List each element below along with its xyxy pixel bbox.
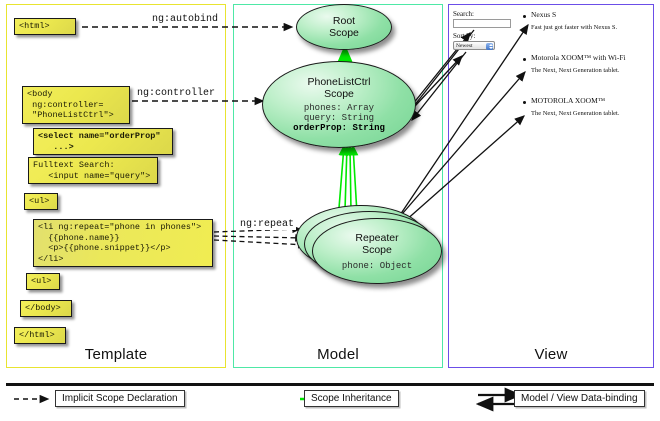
scope-root: Root Scope bbox=[296, 4, 392, 50]
column-label-template: Template bbox=[84, 346, 148, 363]
code-box-body-open: <body ng:controller= "PhoneListCtrl"> bbox=[22, 86, 130, 124]
code-box-fulltext-search: Fulltext Search: <input name="query"> bbox=[28, 157, 158, 184]
scope-phonelistctrl: PhoneListCtrl Scope phones: Array query:… bbox=[262, 61, 416, 148]
sort-by-selected-value: Newest bbox=[456, 43, 473, 49]
wire-label-controller: ng:controller bbox=[135, 88, 218, 99]
legend-item-implicit-scope-declaration: Implicit Scope Declaration bbox=[55, 390, 185, 407]
search-input[interactable] bbox=[453, 19, 511, 28]
scope-prop-query: query: String bbox=[303, 113, 375, 123]
phone-name[interactable]: MOTOROLA XOOM™ bbox=[531, 96, 606, 105]
legend-item-model-view-databinding: Model / View Data-binding bbox=[514, 390, 645, 407]
column-model: Model bbox=[233, 4, 443, 368]
sort-by-select[interactable]: Newest bbox=[453, 41, 495, 50]
scope-repeater-prop-phone: phone: Object bbox=[341, 260, 413, 271]
scope-repeater: Repeater Scope phone: Object bbox=[312, 218, 442, 284]
scope-prop-orderprop: orderProp: String bbox=[293, 123, 385, 133]
phone-name[interactable]: Motorola XOOM™ with Wi-Fi bbox=[531, 53, 626, 62]
sort-by-label: Sort by: bbox=[453, 32, 476, 40]
phone-name[interactable]: Nexus S bbox=[531, 10, 557, 19]
scope-repeater-title: Repeater Scope bbox=[355, 231, 399, 256]
legend-item-scope-inheritance: Scope Inheritance bbox=[304, 390, 399, 407]
list-bullet bbox=[523, 58, 526, 61]
code-box-ul-close: <ul> bbox=[26, 273, 60, 290]
list-bullet bbox=[523, 15, 526, 18]
column-label-view: View bbox=[534, 346, 568, 363]
chevron-updown-icon bbox=[486, 43, 493, 50]
phone-snippet: Fast just got faster with Nexus S. bbox=[531, 24, 618, 31]
phone-snippet: The Next, Next Generation tablet. bbox=[531, 67, 620, 74]
scope-phonelistctrl-title: PhoneListCtrl Scope bbox=[307, 76, 371, 100]
code-box-html-close: </html> bbox=[14, 327, 66, 344]
phone-snippet: The Next, Next Generation tablet. bbox=[531, 110, 620, 117]
legend-divider bbox=[6, 383, 654, 386]
column-label-model: Model bbox=[317, 346, 359, 363]
wire-label-repeat: ng:repeat bbox=[238, 219, 297, 230]
code-box-li-repeat: <li ng:repeat="phone in phones"> {{phone… bbox=[33, 219, 213, 267]
search-label: Search: bbox=[453, 10, 474, 18]
list-bullet bbox=[523, 101, 526, 104]
scope-prop-phones: phones: Array bbox=[303, 103, 375, 113]
code-box-html-open: <html> bbox=[14, 18, 76, 35]
view-rendered-output: Search: Sort by: Newest Nexus S Fast jus… bbox=[453, 10, 649, 130]
code-box-select: <select name="orderProp" ...> bbox=[33, 128, 173, 155]
code-box-body-close: </body> bbox=[20, 300, 72, 317]
wire-label-autobind: ng:autobind bbox=[150, 14, 221, 25]
scope-phonelistctrl-props: phones: Array query: String orderProp: S… bbox=[293, 103, 385, 133]
code-box-ul-open: <ul> bbox=[24, 193, 58, 210]
scope-root-title: Root Scope bbox=[329, 15, 359, 39]
